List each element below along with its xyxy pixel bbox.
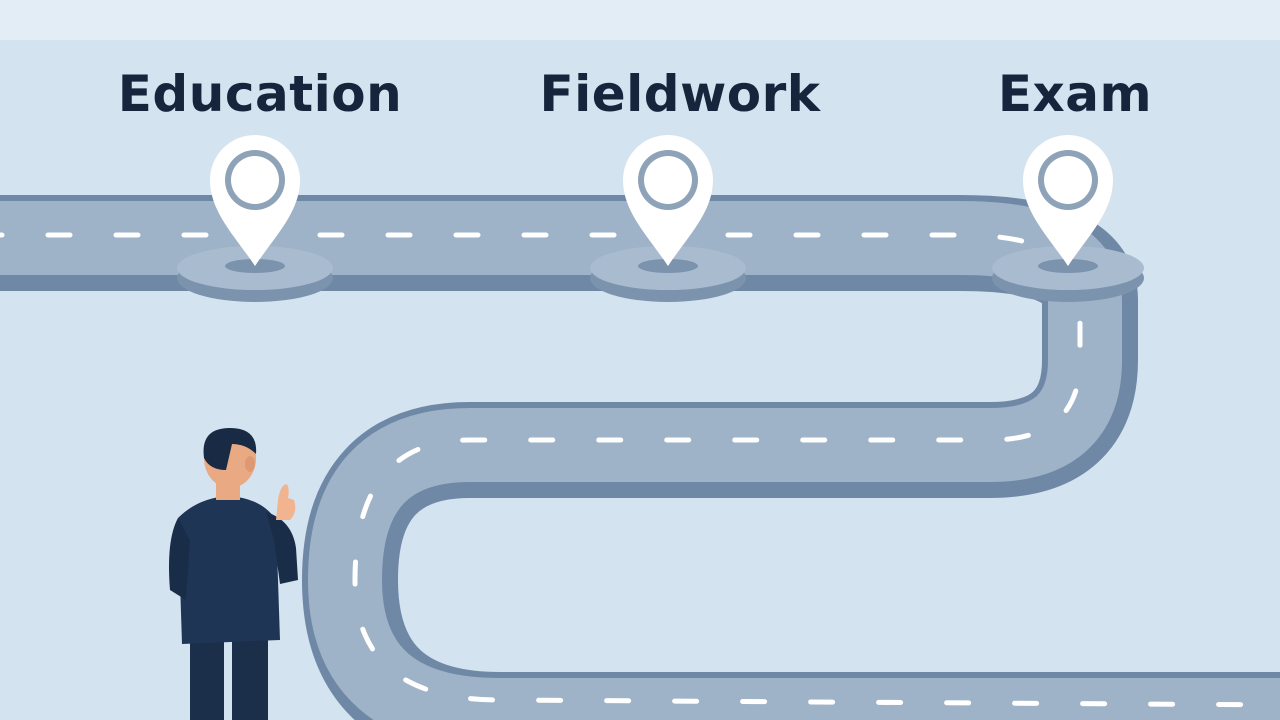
exam-pin (992, 135, 1144, 302)
person-figure (169, 428, 298, 720)
stage-label-exam: Exam (997, 65, 1153, 123)
fieldwork-pin (590, 135, 746, 302)
stage-label-education: Education (117, 65, 403, 123)
sky-band (0, 0, 1280, 40)
education-pin (177, 135, 333, 302)
stage-label-fieldwork: Fieldwork (539, 65, 821, 123)
